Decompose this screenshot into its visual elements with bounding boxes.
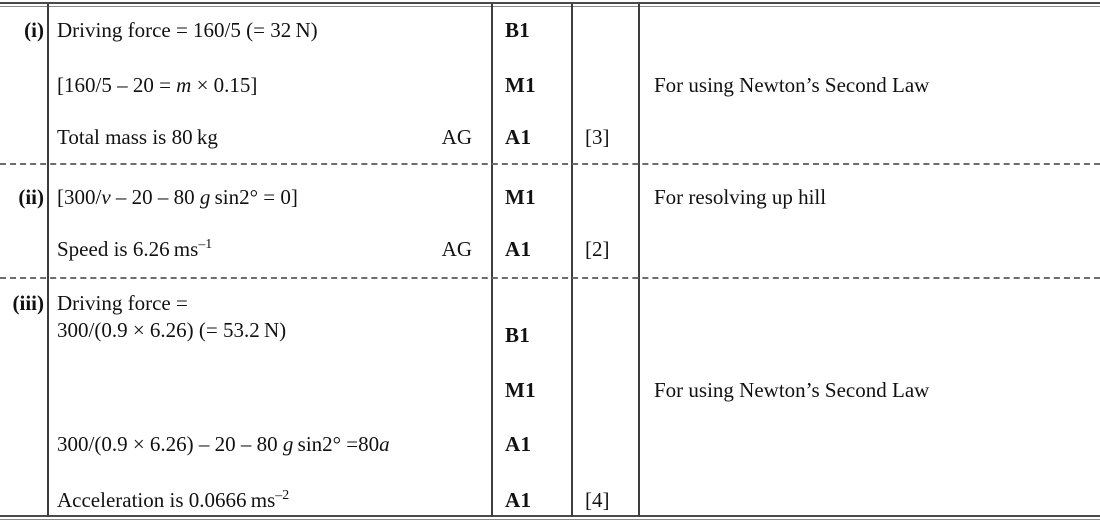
working-iii-line-3-mid: sin2° =80 xyxy=(297,432,380,456)
working-i-line-3: Total mass is 80 kg xyxy=(57,124,218,150)
working-iii-line-4-text: Acceleration is 0.0666 xyxy=(57,488,247,512)
row-separator-i-ii xyxy=(0,163,1100,165)
comment-iii: For using Newton’s Second Law xyxy=(654,378,930,402)
working-ii-line-1-tail: sin2° = 0] xyxy=(214,185,298,209)
column-divider-total xyxy=(571,4,573,517)
working-iii-line-4-exponent: –2 xyxy=(275,487,290,502)
working-iii-line-1b-unit: N) xyxy=(263,318,287,342)
working-ii-line-2: Speed is 6.26 ms–1 xyxy=(57,236,212,262)
table-top-border xyxy=(0,2,1100,7)
working-i-line-1-text: Driving force = 160/5 (= 32 xyxy=(57,18,292,42)
working-iii-line-1: Driving force = 300/(0.9 × 6.26) (= 53.2… xyxy=(57,290,477,344)
part-label-ii: (ii) xyxy=(0,184,44,210)
working-ii-line-1-head: [300/ xyxy=(57,185,102,209)
total-ii: [2] xyxy=(585,237,610,261)
part-label-ii-text: (ii) xyxy=(18,185,44,209)
mark-i-2: M1 xyxy=(505,73,536,97)
working-i-line-3-unit: kg xyxy=(196,125,218,149)
variable-g-iii: g xyxy=(282,432,294,456)
column-divider-comment xyxy=(638,4,640,517)
variable-a: a xyxy=(379,432,390,456)
column-divider-part xyxy=(47,4,49,517)
mark-ii-2: A1 xyxy=(505,237,532,261)
award-given-ii: AG xyxy=(441,237,472,261)
variable-v: v xyxy=(101,185,111,209)
part-label-i-text: (i) xyxy=(24,18,44,42)
mark-iii-3: A1 xyxy=(505,432,532,456)
column-divider-mark xyxy=(491,4,493,517)
working-ii-line-1: [300/v – 20 – 80 g sin2° = 0] xyxy=(57,184,298,210)
mark-iii-4: A1 xyxy=(505,488,532,512)
mark-i-1: B1 xyxy=(505,18,531,42)
part-label-iii: (iii) xyxy=(0,290,45,316)
comment-ii: For resolving up hill xyxy=(654,185,827,209)
mark-iii-1: B1 xyxy=(505,323,531,347)
total-iii: [4] xyxy=(585,488,610,512)
total-i: [3] xyxy=(585,125,610,149)
working-iii-line-4: Acceleration is 0.0666 ms–2 xyxy=(57,487,289,513)
working-iii-line-3-head: 300/(0.9 × 6.26) – 20 – 80 xyxy=(57,432,278,456)
row-separator-ii-iii xyxy=(0,277,1100,279)
table-bottom-border xyxy=(0,515,1100,520)
mark-ii-1: M1 xyxy=(505,185,536,209)
mark-iii-2: M1 xyxy=(505,378,536,402)
variable-m: m xyxy=(176,73,192,97)
award-given-i: AG xyxy=(441,125,472,149)
comment-i: For using Newton’s Second Law xyxy=(654,73,930,97)
working-ii-line-2-unit: ms xyxy=(173,237,199,261)
working-i-line-1-unit: N) xyxy=(295,18,318,42)
working-i-line-2-tail: × 0.15] xyxy=(196,73,258,97)
working-iii-line-3: 300/(0.9 × 6.26) – 20 – 80 g sin2° =80a xyxy=(57,431,390,457)
working-ii-line-1-mid: – 20 – 80 xyxy=(115,185,195,209)
working-i-line-2-text: [160/5 – 20 = xyxy=(57,73,171,97)
working-ii-line-2-text: Speed is 6.26 xyxy=(57,237,170,261)
working-iii-line-1a: Driving force = xyxy=(57,291,188,315)
working-iii-line-1b: 300/(0.9 × 6.26) (= 53.2 xyxy=(57,318,260,342)
working-ii-line-2-exponent: –1 xyxy=(198,236,213,251)
mark-i-3: A1 xyxy=(505,125,532,149)
working-i-line-2: [160/5 – 20 = m × 0.15] xyxy=(57,72,257,98)
working-i-line-3-text: Total mass is 80 xyxy=(57,125,193,149)
part-label-iii-text: (iii) xyxy=(12,291,45,315)
working-i-line-1: Driving force = 160/5 (= 32 N) xyxy=(57,17,318,43)
part-label-i: (i) xyxy=(0,17,44,43)
variable-g-ii: g xyxy=(199,185,211,209)
working-iii-line-4-unit: ms xyxy=(250,488,276,512)
